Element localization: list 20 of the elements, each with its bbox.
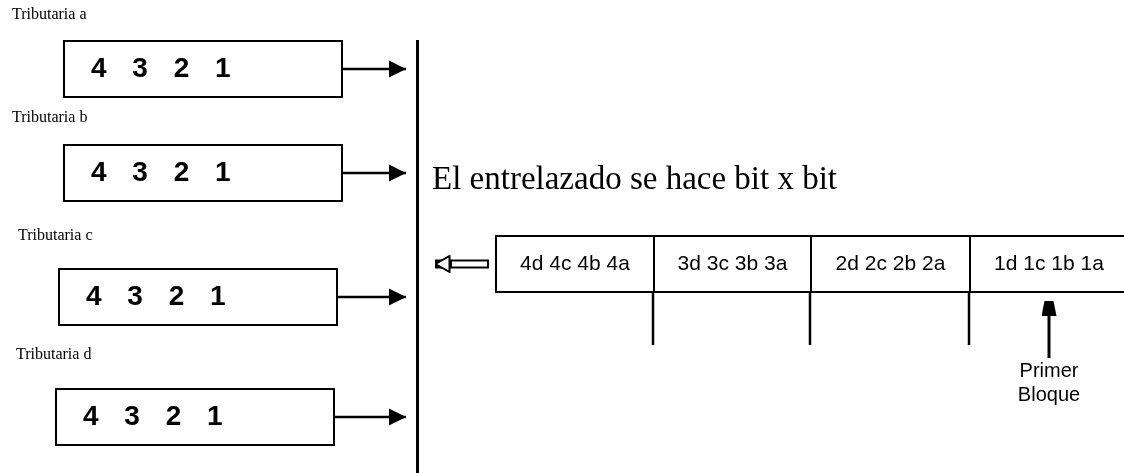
data-box: 4 3 2 1 (63, 144, 343, 202)
hollow-arrow (434, 255, 489, 273)
tributary-label: Tributaria c (18, 226, 93, 244)
tributary-label: Tributaria b (12, 108, 88, 126)
data-box: 4 3 2 1 (63, 40, 343, 98)
title-text: El entrelazado se hace bit x bit (432, 160, 837, 197)
note-text: Primer Bloque (1004, 358, 1094, 406)
data-box: 4 3 2 1 (55, 388, 335, 446)
frame-cell: 2d 2c 2b 2a (810, 235, 971, 293)
frame-cell: 4d 4c 4b 4a (495, 235, 655, 293)
arrow (338, 288, 406, 306)
arrow (343, 164, 406, 182)
tributary-label: Tributaria d (16, 345, 92, 363)
frame-cell: 1d 1c 1b 1a (969, 235, 1124, 293)
arrow (343, 60, 406, 78)
frame-cell: 3d 3c 3b 3a (653, 235, 812, 293)
tributary-label: Tributaria a (12, 5, 87, 23)
data-box: 4 3 2 1 (58, 268, 338, 326)
vertical-line (416, 40, 419, 473)
arrow (335, 408, 406, 426)
